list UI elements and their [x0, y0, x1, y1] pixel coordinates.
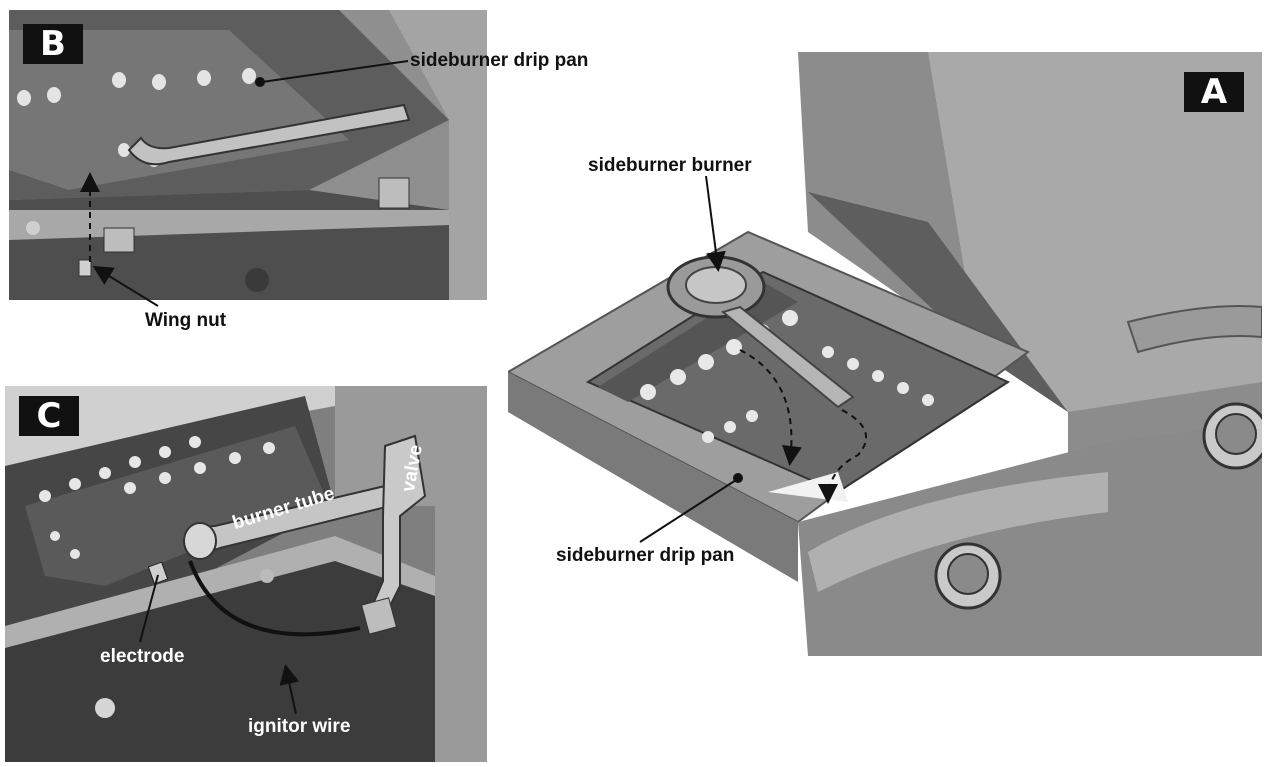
panel-c-tag: C	[19, 396, 79, 436]
label-a-burner: sideburner burner	[588, 155, 752, 177]
panel-c-illustration	[5, 386, 487, 762]
label-c-ignitor-wire: ignitor wire	[248, 716, 350, 738]
panel-b-tag: B	[23, 24, 83, 64]
label-b-wing-nut: Wing nut	[145, 310, 226, 332]
label-c-electrode: electrode	[100, 646, 184, 668]
label-b-drip-pan: sideburner drip pan	[410, 50, 588, 72]
panel-c: C	[5, 386, 487, 762]
label-a-drip-pan: sideburner drip pan	[556, 545, 734, 567]
panel-a-tag: A	[1184, 72, 1244, 112]
